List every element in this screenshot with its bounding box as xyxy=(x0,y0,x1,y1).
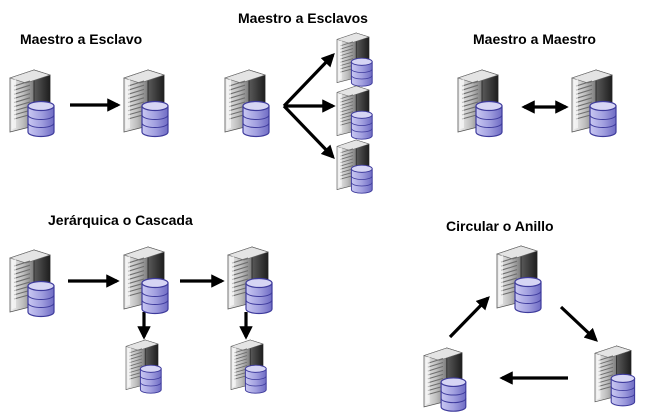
master-slaves-arrow-icon-3 xyxy=(282,104,335,159)
database-icon xyxy=(440,377,467,412)
title-master-master: Maestro a Maestro xyxy=(473,31,596,47)
hierarchical-leaf-node-1 xyxy=(125,339,162,394)
database-icon xyxy=(27,100,55,138)
master-slaves-slave-node-3 xyxy=(336,139,373,194)
database-icon xyxy=(610,373,636,407)
hierarchical-mid-node-2 xyxy=(227,246,273,315)
nodes-layer xyxy=(9,32,636,412)
database-icon xyxy=(350,57,373,87)
hierarchical-root-node xyxy=(9,249,55,318)
master-master-node-2 xyxy=(571,69,617,138)
database-icon xyxy=(141,100,169,138)
hierarchical-leaf-node-2 xyxy=(230,339,267,394)
circular-right-node xyxy=(594,345,636,407)
title-master-slaves: Maestro a Esclavos xyxy=(238,10,368,26)
database-icon xyxy=(514,276,542,314)
title-hierarchical: Jerárquica o Cascada xyxy=(48,212,193,228)
hierarchical-mid-node-1 xyxy=(123,246,169,315)
master-slaves-slave-node-2 xyxy=(336,85,373,140)
database-icon xyxy=(244,364,267,394)
database-icon xyxy=(242,100,270,138)
master-slaves-slave-node-1 xyxy=(336,32,373,87)
database-icon xyxy=(27,280,55,318)
database-icon xyxy=(141,277,169,315)
database-icon xyxy=(475,100,503,138)
circular-left-node xyxy=(423,347,467,412)
master-master-node-1 xyxy=(457,69,503,138)
circular-arrow-icon-1 xyxy=(448,296,490,339)
circular-arrow-icon-2 xyxy=(559,305,598,342)
master-slave-master-node xyxy=(9,69,55,138)
database-icon xyxy=(589,100,617,138)
database-icon xyxy=(245,277,273,315)
master-slave-slave-node xyxy=(123,69,169,138)
title-circular: Circular o Anillo xyxy=(446,218,554,234)
circular-top-node xyxy=(496,245,542,314)
database-icon xyxy=(139,364,162,394)
master-slaves-arrow-icon-1 xyxy=(282,53,335,108)
server-icon xyxy=(594,345,632,403)
database-icon xyxy=(350,110,373,140)
arrows-layer xyxy=(68,53,598,385)
title-master-slave: Maestro a Esclavo xyxy=(20,31,143,47)
database-icon xyxy=(350,164,373,194)
master-slaves-master-node xyxy=(224,69,270,138)
